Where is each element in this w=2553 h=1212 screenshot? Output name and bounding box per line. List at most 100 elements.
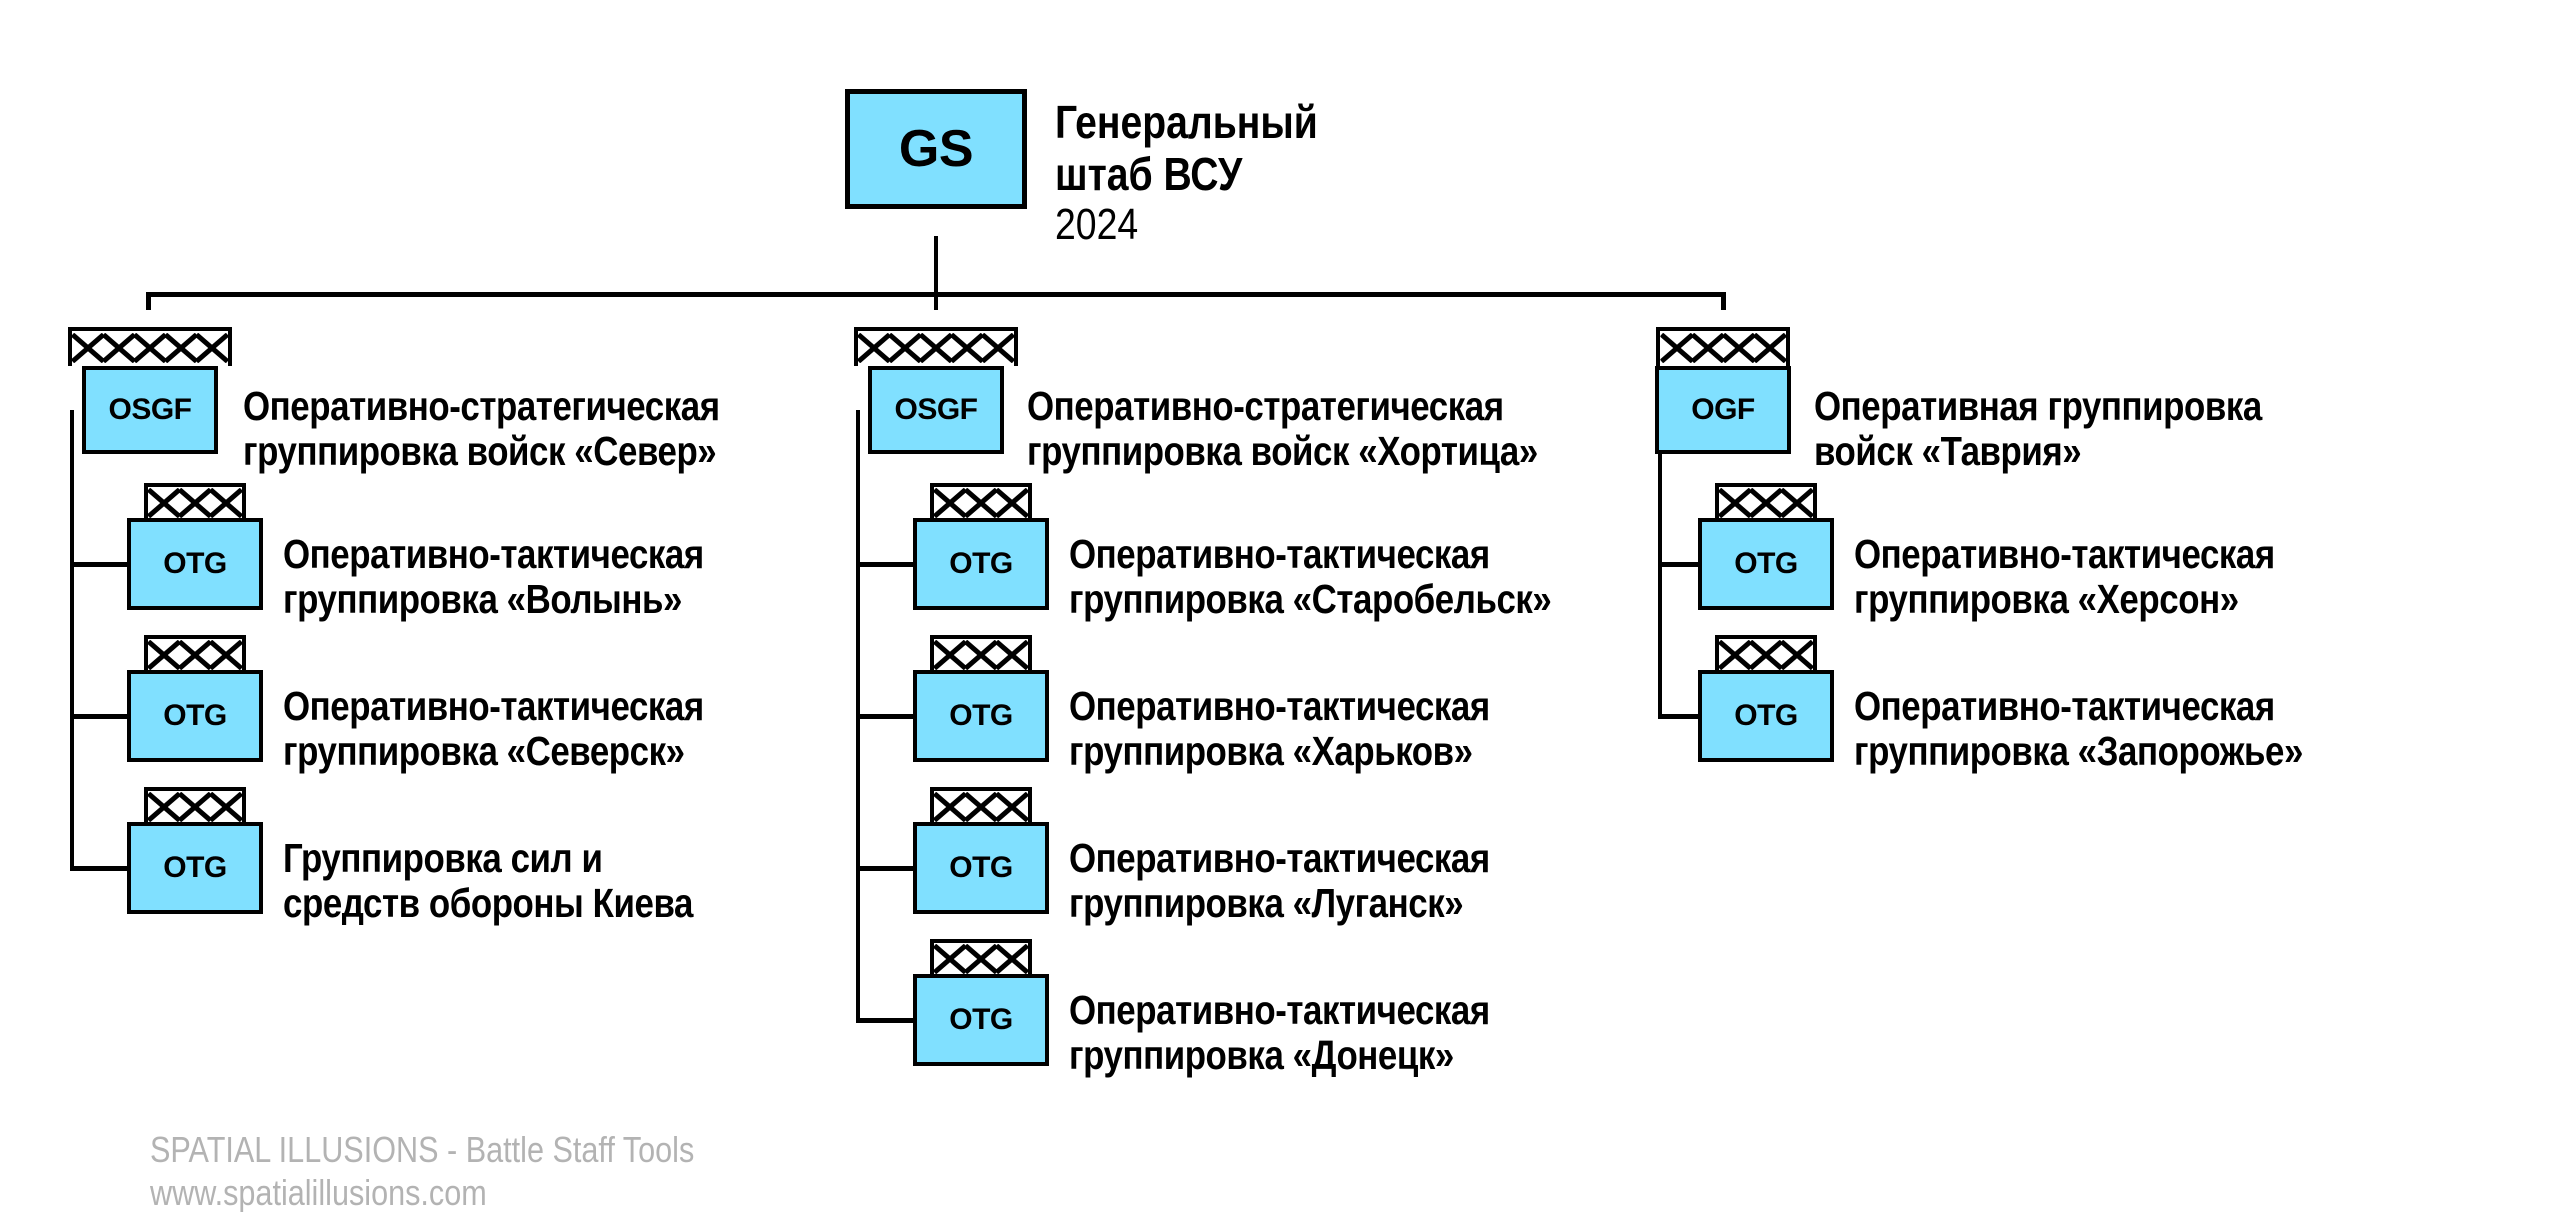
connector-child-stub	[856, 1018, 917, 1023]
unit-name-line: Оперативная группировка	[1814, 383, 2262, 429]
footer-line2: www.spatialillusions.com	[150, 1172, 487, 1212]
echelon-x-mark	[935, 945, 966, 972]
echelon-x-mark	[211, 641, 242, 668]
echelon-x-mark	[1723, 334, 1754, 361]
echelon-x-mark	[73, 334, 104, 361]
echelon-x-mark	[211, 489, 242, 516]
echelon-x-mark	[197, 334, 228, 361]
connector-gs-vertical	[934, 236, 938, 310]
echelon-x-mark	[997, 945, 1028, 972]
echelon-indicator	[144, 483, 246, 518]
echelon-x-mark	[149, 641, 180, 668]
echelon-x-mark	[1751, 641, 1782, 668]
echelon-x-mark	[997, 641, 1028, 668]
unit-name-line: Оперативно-тактическая	[1069, 683, 1490, 729]
echelon-x-mark	[180, 793, 211, 820]
unit-symbol-box: OTG	[127, 822, 263, 914]
footer-credit: SPATIAL ILLUSIONS - Battle Staff Tools w…	[150, 1128, 694, 1212]
echelon-x-mark	[1751, 489, 1782, 516]
unit-name-line: группировка «Старобельск»	[1069, 576, 1552, 622]
unit-name-line: Оперативно-тактическая	[1069, 987, 1490, 1033]
echelon-x-mark	[935, 489, 966, 516]
gs-symbol-label: GS	[898, 120, 974, 178]
unit-symbol-box: OTG	[913, 822, 1049, 914]
unit-name-line: группировка «Херсон»	[1854, 576, 2239, 622]
echelon-x-mark	[104, 334, 135, 361]
echelon-x-mark	[180, 641, 211, 668]
unit-symbol-box: OTG	[913, 974, 1049, 1066]
echelon-indicator	[930, 635, 1032, 670]
unit-symbol-label: OTG	[1734, 547, 1798, 580]
echelon-x-mark	[1720, 489, 1751, 516]
echelon-x-mark	[921, 334, 952, 361]
echelon-x-mark	[983, 334, 1014, 361]
echelon-x-mark	[966, 793, 997, 820]
chart-title-year: 2024	[1055, 200, 1139, 249]
unit-symbol-box: OTG	[1698, 518, 1834, 610]
echelon-x-mark	[952, 334, 983, 361]
unit-symbol-label: OSGF	[108, 393, 192, 426]
connector-trunk	[70, 410, 74, 870]
connector-branch-drop	[1721, 292, 1726, 310]
echelon-x-mark	[966, 489, 997, 516]
unit-symbol-label: OTG	[163, 851, 227, 884]
connector-child-stub	[1658, 562, 1702, 567]
unit-symbol-label: OTG	[1734, 699, 1798, 732]
echelon-indicator	[144, 787, 246, 822]
echelon-x-mark	[1720, 641, 1751, 668]
echelon-indicator	[1715, 635, 1817, 670]
echelon-x-mark	[859, 334, 890, 361]
echelon-indicator	[1715, 483, 1817, 518]
echelon-x-mark	[211, 793, 242, 820]
unit-name-line: группировка «Луганск»	[1069, 880, 1464, 926]
connector-horizontal-bus	[148, 292, 1725, 297]
connector-child-stub	[1658, 714, 1702, 719]
unit-symbol-label: OTG	[949, 699, 1013, 732]
unit-name-line: группировка «Харьков»	[1069, 728, 1473, 774]
chart-title-line1: Генеральный	[1055, 96, 1318, 148]
connector-child-stub	[70, 562, 131, 567]
unit-name-line: Оперативно-стратегическая	[243, 383, 720, 429]
echelon-x-mark	[966, 641, 997, 668]
echelon-x-mark	[890, 334, 921, 361]
unit-name-line: средств обороны Киева	[283, 880, 693, 926]
echelon-x-mark	[149, 793, 180, 820]
echelon-indicator	[68, 327, 232, 366]
unit-name-line: группировка «Северск»	[283, 728, 685, 774]
unit-symbol-label: OTG	[949, 1003, 1013, 1036]
unit-symbol-box: OGF	[1655, 366, 1791, 454]
unit-name-line: Оперативно-тактическая	[1854, 683, 2275, 729]
unit-name-line: группировка войск «Север»	[243, 428, 717, 474]
unit-symbol-box: OTG	[913, 670, 1049, 762]
echelon-indicator	[930, 939, 1032, 974]
unit-symbol-box: OSGF	[82, 366, 218, 454]
echelon-x-mark	[166, 334, 197, 361]
unit-symbol-label: OTG	[163, 699, 227, 732]
connector-child-stub	[856, 714, 917, 719]
unit-name-line: группировка «Волынь»	[283, 576, 682, 622]
unit-symbol-label: OTG	[949, 547, 1013, 580]
echelon-x-mark	[1782, 489, 1813, 516]
echelon-x-mark	[966, 945, 997, 972]
unit-symbol-box: OSGF	[868, 366, 1004, 454]
connector-child-stub	[70, 714, 131, 719]
echelon-x-mark	[1754, 334, 1785, 361]
echelon-x-mark	[149, 489, 180, 516]
unit-name-line: Оперативно-тактическая	[1069, 531, 1490, 577]
unit-name-line: группировка «Запорожье»	[1854, 728, 2303, 774]
echelon-x-mark	[135, 334, 166, 361]
echelon-indicator	[1656, 327, 1790, 366]
unit-symbol-label: OGF	[1691, 393, 1755, 426]
unit-symbol-label: OTG	[949, 851, 1013, 884]
